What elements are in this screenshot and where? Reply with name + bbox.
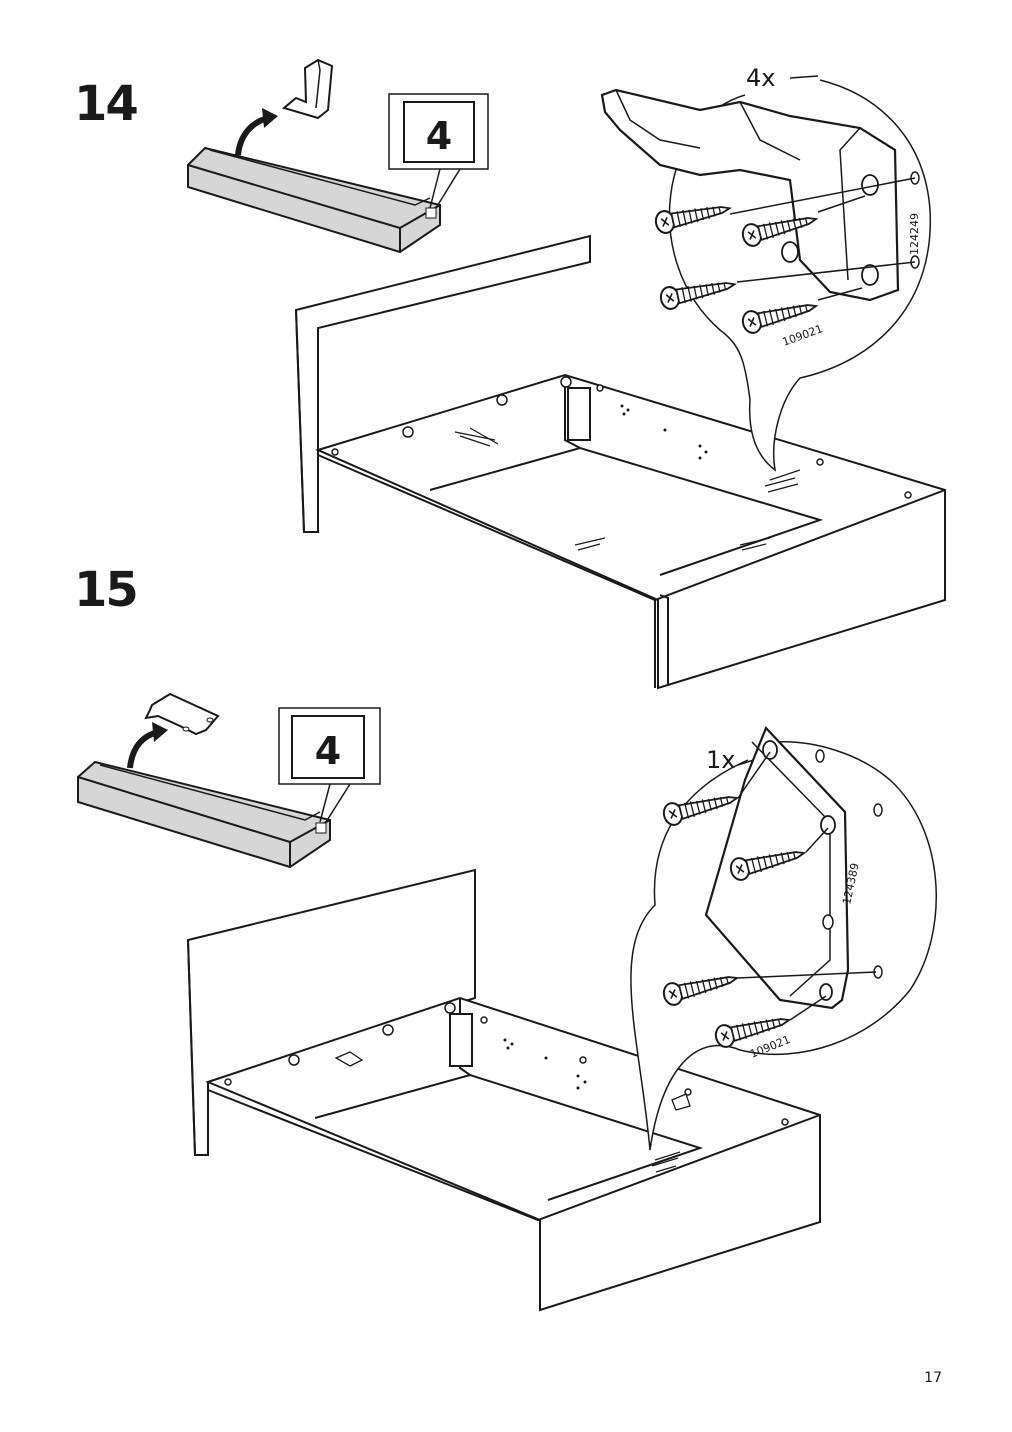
- bracket-part-15: [144, 692, 220, 736]
- box-number-15: 4: [315, 729, 341, 773]
- step-15-illustration: [77, 692, 937, 1312]
- box-label-14: [388, 93, 489, 209]
- step-15-number: 15: [74, 562, 139, 618]
- parts-tray-14: [187, 146, 441, 254]
- quantity-15: 1x: [706, 746, 735, 774]
- box-number-14: 4: [426, 114, 452, 158]
- step-14-number: 14: [74, 76, 139, 132]
- small-brackets-15: [334, 1051, 691, 1173]
- detail-callout-15: [630, 725, 937, 1151]
- detail-callout-14: [600, 75, 931, 472]
- quantity-14: 4x: [746, 64, 775, 92]
- small-screws-14: [454, 427, 801, 551]
- lift-arrow-14: [235, 115, 269, 156]
- page-number: 17: [924, 1370, 942, 1386]
- box-label-15: [278, 707, 381, 823]
- part-code-124249: 124249: [908, 213, 921, 255]
- bracket-part-14: [281, 58, 334, 120]
- parts-tray-15: [77, 760, 331, 869]
- bed-frame-14: [294, 234, 946, 690]
- step-14-illustration: [187, 58, 946, 690]
